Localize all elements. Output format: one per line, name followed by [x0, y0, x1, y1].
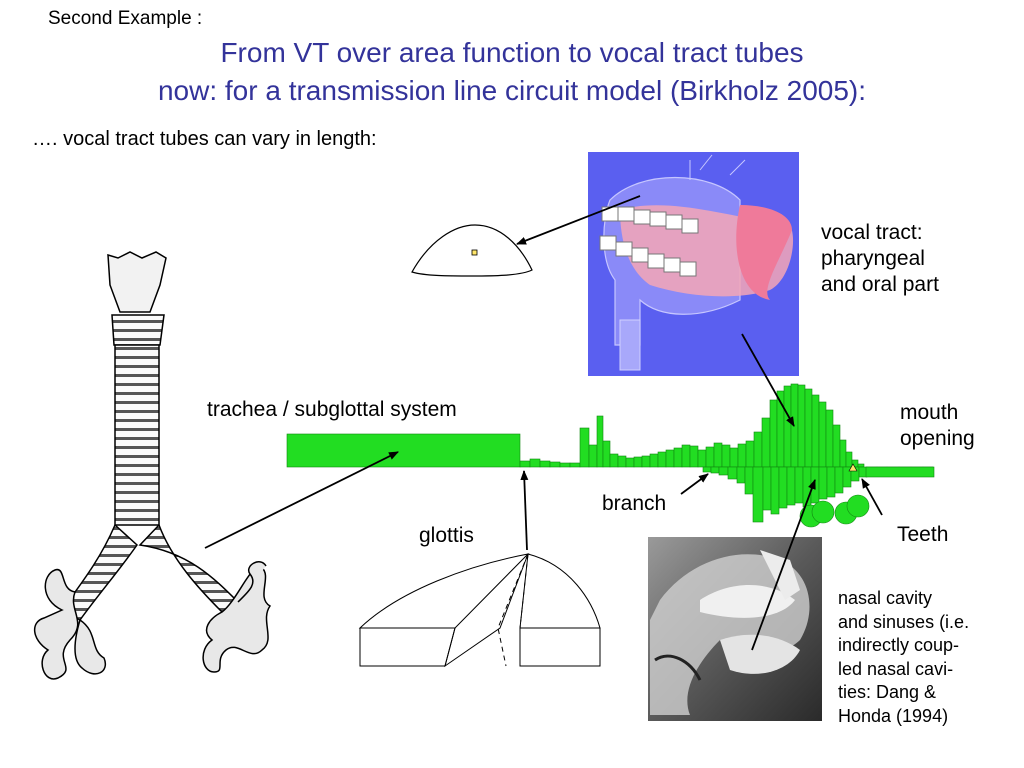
slide-title-line2: now: for a transmission line circuit mod…: [157, 75, 867, 106]
label-glottis: glottis: [419, 524, 474, 547]
arrow-cross-section: [516, 195, 641, 245]
label-nasal-line2: and sinuses (i.e.: [838, 611, 970, 632]
arrow-vocal-tract: [741, 333, 795, 427]
sinus-circle-2: [811, 500, 835, 524]
label-nasal-line3: indirectly coup-: [838, 635, 960, 655]
tube-mouth-opening: [865, 466, 935, 478]
arrow-branch: [680, 473, 709, 495]
label-vocal-tract: vocal tract: pharyngeal and oral part: [821, 220, 939, 298]
pointer-arrows: [204, 195, 883, 651]
glottis-wedge-icon: [358, 553, 601, 668]
tube-pharyngeal-oral: [579, 383, 865, 468]
label-nasal-line1: nasal cavity: [838, 588, 933, 608]
label-teeth: Teeth: [897, 523, 949, 546]
label-nasal-cavity: nasal cavity and sinuses (i.e. indirectl…: [838, 587, 969, 728]
teeth-marker: [848, 463, 858, 472]
label-mouth-opening: mouth opening: [900, 400, 975, 452]
sinus-circle-4: [846, 494, 870, 518]
nasal-cavity-mri-icon: [648, 537, 822, 721]
label-nasal-line6: Honda (1994): [838, 705, 949, 726]
label-mouth-line2: opening: [900, 427, 975, 450]
label-trachea: trachea / subglottal system: [207, 398, 457, 421]
vocal-tract-3d-render-icon: [588, 152, 799, 376]
label-nasal-line4: led nasal cavi-: [838, 658, 954, 679]
trachea-illustration-icon: [34, 251, 272, 680]
label-vocal-tract-line3: and oral part: [821, 273, 939, 296]
slide-kicker: Second Example :: [48, 8, 203, 29]
arrow-nasal: [751, 479, 816, 651]
tube-trachea: [286, 433, 521, 468]
slide-title-line1: From VT over area function to vocal trac…: [220, 37, 804, 68]
arrow-teeth: [861, 478, 883, 516]
slide-subline: …. vocal tract tubes can vary in length:: [32, 128, 377, 150]
label-nasal-line5: ties: Dang &: [838, 682, 937, 702]
tube-area-function: [286, 383, 935, 528]
arrow-trachea: [204, 451, 399, 549]
label-branch: branch: [602, 492, 667, 515]
tube-glottis-region: [519, 458, 581, 468]
cross-section-icon: [411, 224, 533, 277]
arrow-glottis: [520, 470, 529, 551]
label-vocal-tract-line1: vocal tract:: [821, 221, 923, 244]
label-vocal-tract-line2: pharyngeal: [821, 247, 925, 270]
label-mouth-line1: mouth: [900, 401, 959, 424]
